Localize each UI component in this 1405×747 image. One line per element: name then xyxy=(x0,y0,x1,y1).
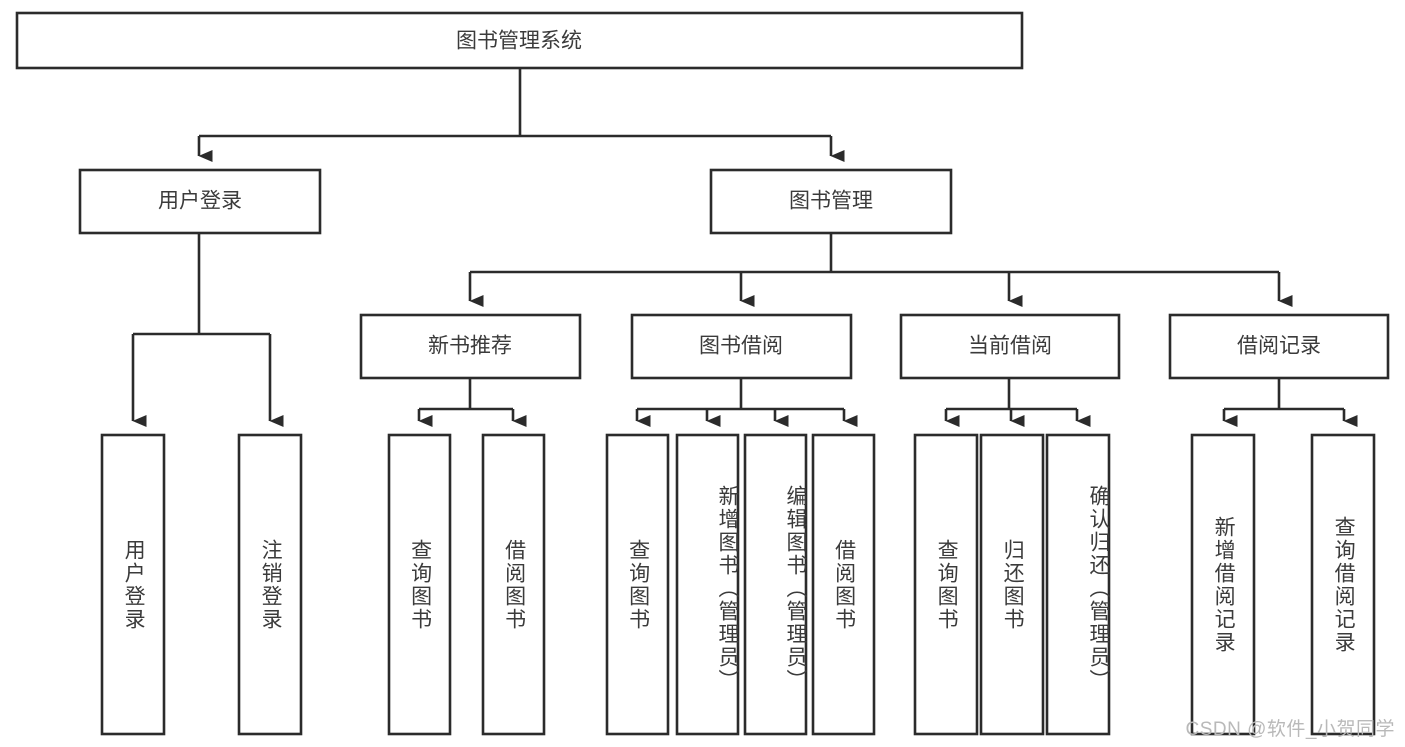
leaf-box-add-book[interactable] xyxy=(675,433,740,736)
node-borrow-record-box[interactable] xyxy=(1168,313,1390,380)
node-book-management-box[interactable] xyxy=(709,168,953,235)
watermark-text: CSDN @软件_小贺同学 xyxy=(1185,719,1395,740)
leaf-box-query-record[interactable] xyxy=(1310,433,1376,736)
node-current-borrow[interactable]: 当前借阅 xyxy=(899,313,1121,380)
node-user-login-box[interactable] xyxy=(78,168,322,235)
leaf-box-return-book[interactable] xyxy=(979,433,1045,736)
leaf-box-user-logout[interactable] xyxy=(237,433,303,736)
leaf-box-borrow-book-2[interactable] xyxy=(811,433,876,736)
node-book-management-label: 图书管理 xyxy=(789,190,873,213)
node-new-book-recommend-label: 新书推荐 xyxy=(428,335,512,358)
node-new-book-recommend-box[interactable] xyxy=(359,313,582,380)
leaf-box-add-record[interactable] xyxy=(1190,433,1256,736)
leaf-box-edit-book[interactable] xyxy=(743,433,808,736)
node-book-borrow-label: 图书借阅 xyxy=(699,335,783,358)
node-borrow-record-label: 借阅记录 xyxy=(1237,335,1321,358)
node-book-borrow-box[interactable] xyxy=(630,313,853,380)
leaf-box-borrow-book-1[interactable] xyxy=(481,433,546,736)
node-book-management[interactable]: 图书管理 xyxy=(709,168,953,235)
node-book-borrow[interactable]: 图书借阅 xyxy=(630,313,853,380)
connector-layer xyxy=(131,68,1358,427)
node-user-login-label: 用户登录 xyxy=(158,190,242,213)
leaf-box-confirm-return[interactable] xyxy=(1045,433,1111,736)
leaf-box-query-book-1[interactable] xyxy=(387,433,452,736)
node-current-borrow-label: 当前借阅 xyxy=(968,335,1052,358)
node-new-book-recommend[interactable]: 新书推荐 xyxy=(359,313,582,380)
node-user-login[interactable]: 用户登录 xyxy=(78,168,322,235)
node-current-borrow-box[interactable] xyxy=(899,313,1121,380)
node-root[interactable]: 图书管理系统 xyxy=(15,11,1024,70)
node-root-box[interactable] xyxy=(15,11,1024,70)
node-root-label: 图书管理系统 xyxy=(456,30,582,53)
leaf-box-query-book-3[interactable] xyxy=(913,433,979,736)
node-borrow-record[interactable]: 借阅记录 xyxy=(1168,313,1390,380)
leaf-box-user-login[interactable] xyxy=(100,433,166,736)
leaf-box-query-book-2[interactable] xyxy=(605,433,670,736)
